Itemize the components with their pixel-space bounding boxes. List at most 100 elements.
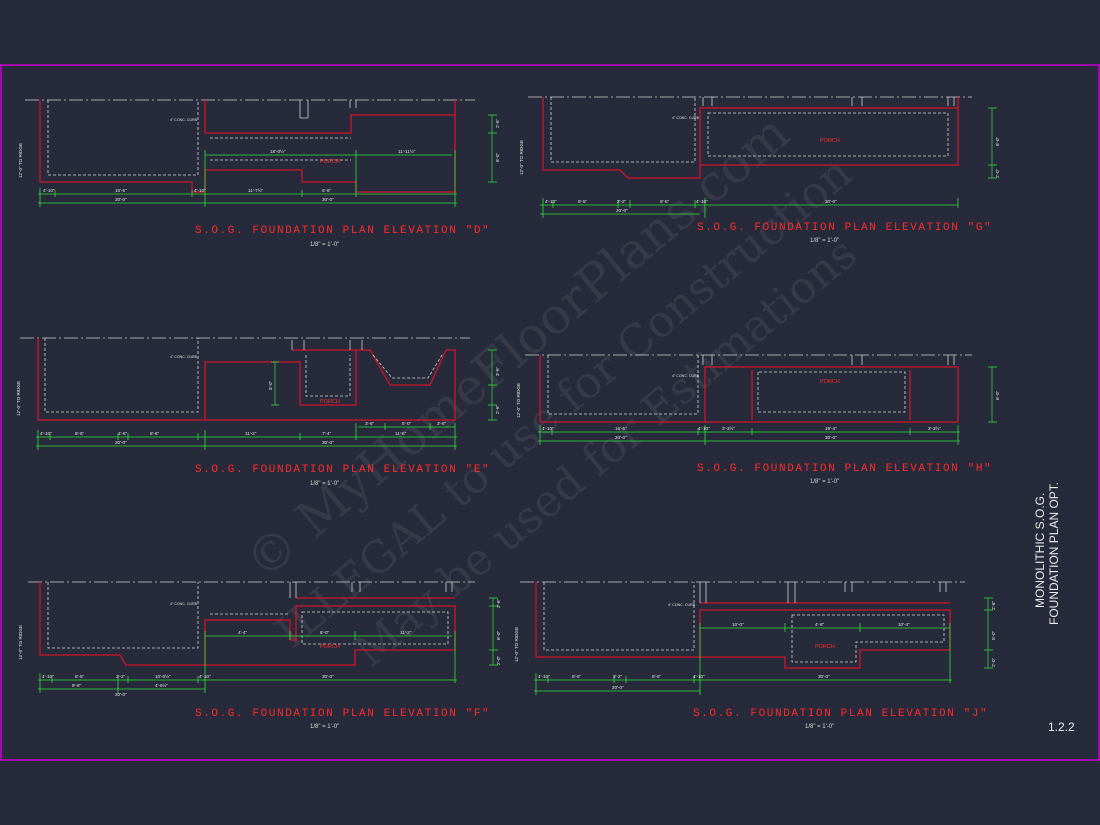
dim-d1: 4'-10" xyxy=(542,426,554,431)
dim-total-2: 30'-0" xyxy=(825,435,837,440)
dim-h1: 2'-6" xyxy=(991,600,996,610)
elevation-scale: 1/8" = 1'-0" xyxy=(310,242,339,248)
dim-d3: 3'-2" xyxy=(617,199,627,204)
dim-d5: 4'-10" xyxy=(693,674,705,679)
curb-note: 4" CONC. CURB xyxy=(170,602,198,606)
dim-d1: 4'-10" xyxy=(545,199,557,204)
foundation-outline xyxy=(39,100,456,193)
dim-d2: 8'-5" xyxy=(572,674,582,679)
elevation-j: PORCH 4" CONC. CURB 12'-0" TO RIDGE 4'-1… xyxy=(514,581,996,730)
curb-note: 4" CONC. CURB xyxy=(672,116,700,120)
dim-d3: 3'-2" xyxy=(116,674,126,679)
elevation-d: PORCH 4" CONC. CURB 12'-0" TO RIDGE 4'-1… xyxy=(18,99,500,248)
dim-h2: 5'-0" xyxy=(991,630,996,640)
dim-d8: 10'-4" xyxy=(898,622,910,627)
dim-d2: 8'-5" xyxy=(578,199,588,204)
dim-h1: 6'-0" xyxy=(995,136,1000,146)
dim-d7: 8'-0" xyxy=(320,630,330,635)
elevation-title: S.O.G. FOUNDATION PLAN ELEVATION "E" xyxy=(195,464,490,476)
porch-label: PORCH xyxy=(320,644,340,650)
foundation-outline xyxy=(542,97,959,179)
ridge-note: 12'-0" TO RIDGE xyxy=(16,381,21,416)
dim-d6: 10'-0" xyxy=(732,622,744,627)
dim-total-1: 20'-0" xyxy=(115,197,127,202)
dim-e1: 3'-6" xyxy=(365,421,375,426)
porch-label: PORCH xyxy=(820,379,840,385)
dim-h1: 5'-0" xyxy=(268,380,273,390)
porch-label: PORCH xyxy=(320,159,340,165)
dim-h2: 3'-6" xyxy=(495,366,500,376)
dim-d1: 4'-10" xyxy=(40,431,52,436)
dim-total-2: 30'-0" xyxy=(825,199,837,204)
porch-outline xyxy=(751,370,911,420)
dim-d6: 7'-4" xyxy=(322,431,332,436)
dim-e2: 4'-6½" xyxy=(155,682,168,688)
dim-d4: 3'-3½" xyxy=(722,425,735,431)
dim-d6: 4'-4" xyxy=(238,630,248,635)
elevation-title: S.O.G. FOUNDATION PLAN ELEVATION "D" xyxy=(195,225,490,237)
dim-total-2: 30'-0" xyxy=(322,674,334,679)
elevation-g: PORCH 4" CONC. CURB 12'-0" TO RIDGE 4'-1… xyxy=(519,96,1000,244)
dim-h2: 2'-0" xyxy=(995,168,1000,178)
dim-w2: 11'-11½" xyxy=(398,148,416,154)
dim-d5: 19'-4" xyxy=(825,426,837,431)
slab-edge xyxy=(47,582,449,649)
ridge-note: 12'-0" TO RIDGE xyxy=(514,627,519,662)
dim-d5: 6'-6" xyxy=(322,188,332,193)
dim-e3: 3'-6" xyxy=(437,421,447,426)
dim-d5: 4'-10" xyxy=(696,199,708,204)
sheet-title-line-1: MONOLITHIC S.O.G. xyxy=(1033,493,1047,608)
elevation-scale: 1/8" = 1'-0" xyxy=(310,724,339,730)
elevation-f: PORCH 4" CONC. CURB 12'-0" TO RIDGE 4'-1… xyxy=(18,581,501,730)
curb-note: 4" CONC. CURB xyxy=(668,603,696,607)
porch-label: PORCH xyxy=(820,138,840,144)
dim-h1: 2'-6" xyxy=(495,118,500,128)
dim-w1: 18'-0½" xyxy=(270,148,286,154)
dim-total-2: 30'-0" xyxy=(818,674,830,679)
dim-d3: 4'-10" xyxy=(194,188,206,193)
dim-h1: 6'-0" xyxy=(995,390,1000,400)
dim-d2: 8'-5" xyxy=(75,674,85,679)
porch-label: PORCH xyxy=(320,399,340,405)
slab-edge xyxy=(44,338,443,413)
dim-total-1: 20'-0" xyxy=(612,685,624,690)
elevation-h: PORCH 4" CONC. CURB 12'-0" TO RIDGE 4'-1… xyxy=(516,354,1000,485)
porch-slab xyxy=(210,137,351,161)
porch-outline xyxy=(699,107,958,165)
dim-d7: 4'-6" xyxy=(815,622,825,627)
dim-d4: 8'-5" xyxy=(660,199,670,204)
dim-d4: 8'-6" xyxy=(150,431,160,436)
slab-edge xyxy=(550,97,696,163)
elevation-scale: 1/8" = 1'-0" xyxy=(810,479,839,485)
dim-d5: 11'-2" xyxy=(245,431,257,436)
elevation-title: S.O.G. FOUNDATION PLAN ELEVATION "J" xyxy=(693,708,988,720)
porch-outline xyxy=(204,100,455,134)
curb-note: 4" CONC. CURB xyxy=(672,374,700,378)
dim-d1: 4'-10" xyxy=(538,674,550,679)
dim-h1: 2'-6" xyxy=(496,598,501,608)
dim-d1: 4'-10" xyxy=(42,674,54,679)
sheet-number: 1.2.2 xyxy=(1048,720,1075,734)
dim-total-1: 20'-0" xyxy=(615,435,627,440)
dim-d6: 3'-3½" xyxy=(928,425,941,431)
slab-edge xyxy=(543,582,945,663)
elevation-title: S.O.G. FOUNDATION PLAN ELEVATION "H" xyxy=(697,463,992,475)
dim-e1: 9'-6" xyxy=(72,683,82,688)
foundation-outline xyxy=(37,338,456,421)
curb-note: 4" CONC. CURB xyxy=(170,355,198,359)
dim-d2: 16'-5" xyxy=(615,426,627,431)
ridge-note: 12'-0" TO RIDGE xyxy=(18,143,23,178)
dim-total-1: 20'-0" xyxy=(115,440,127,445)
dim-d1: 4'-10" xyxy=(43,188,55,193)
dim-d5: 4'-10" xyxy=(199,674,211,679)
dim-total-2: 30'-0" xyxy=(322,197,334,202)
dim-h3: 2'-0" xyxy=(496,655,501,665)
sheet-title-line-2: FOUNDATION PLAN OPT. xyxy=(1047,482,1061,625)
foundation-outline xyxy=(539,355,959,423)
dim-d7: 11'-6" xyxy=(395,431,407,436)
dim-e2: 5'-0" xyxy=(402,421,412,426)
slab-edge xyxy=(47,100,199,176)
dim-h2: 6'-0" xyxy=(495,152,500,162)
ridge-note: 12'-0" TO RIDGE xyxy=(516,383,521,418)
elevation-title: S.O.G. FOUNDATION PLAN ELEVATION "F" xyxy=(195,708,490,720)
